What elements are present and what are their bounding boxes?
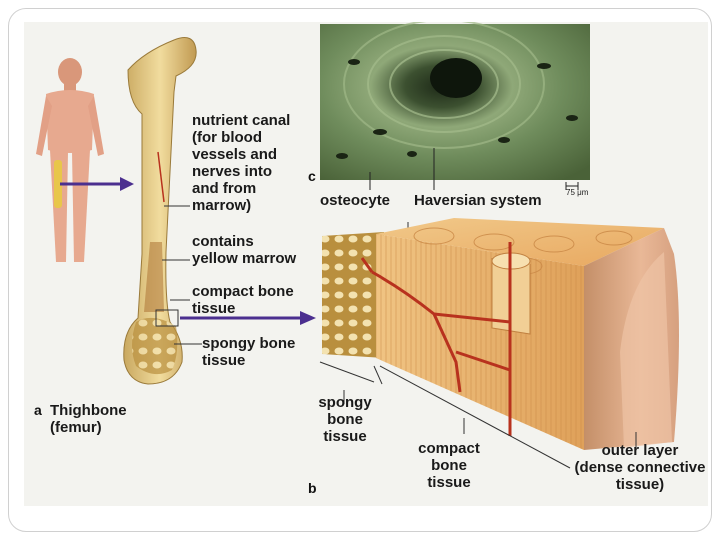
scale-bar-label: 75 μm — [566, 188, 588, 197]
label-compact-bone-femur: compact bone tissue — [192, 283, 294, 317]
femur — [124, 38, 196, 384]
panel-letter-c: c — [308, 168, 316, 184]
arrow-human-to-femur — [60, 177, 134, 191]
label-osteocyte: osteocyte — [320, 192, 390, 209]
label-spongy-bone-femur: spongy bone tissue — [202, 335, 295, 369]
label-nutrient-canal: nutrient canal (for blood vessels and ne… — [192, 112, 290, 214]
femur-caption: Thighbone (femur) — [50, 402, 127, 436]
label-haversian-system: Haversian system — [414, 192, 542, 209]
label-spongy-bone-block: spongy bone tissue — [310, 394, 380, 445]
micrograph-haversian — [320, 22, 590, 190]
label-compact-bone-block: compact bone tissue — [404, 440, 494, 491]
panel-letter-b: b — [308, 480, 317, 496]
panel-letter-a: a — [34, 402, 42, 418]
human-figure — [36, 58, 104, 262]
label-outer-layer: outer layer (dense connective tissue) — [572, 442, 708, 493]
bone-anatomy-figure: a c b nutrient canal (for blood vessels … — [24, 22, 708, 506]
label-yellow-marrow: contains yellow marrow — [192, 233, 296, 267]
